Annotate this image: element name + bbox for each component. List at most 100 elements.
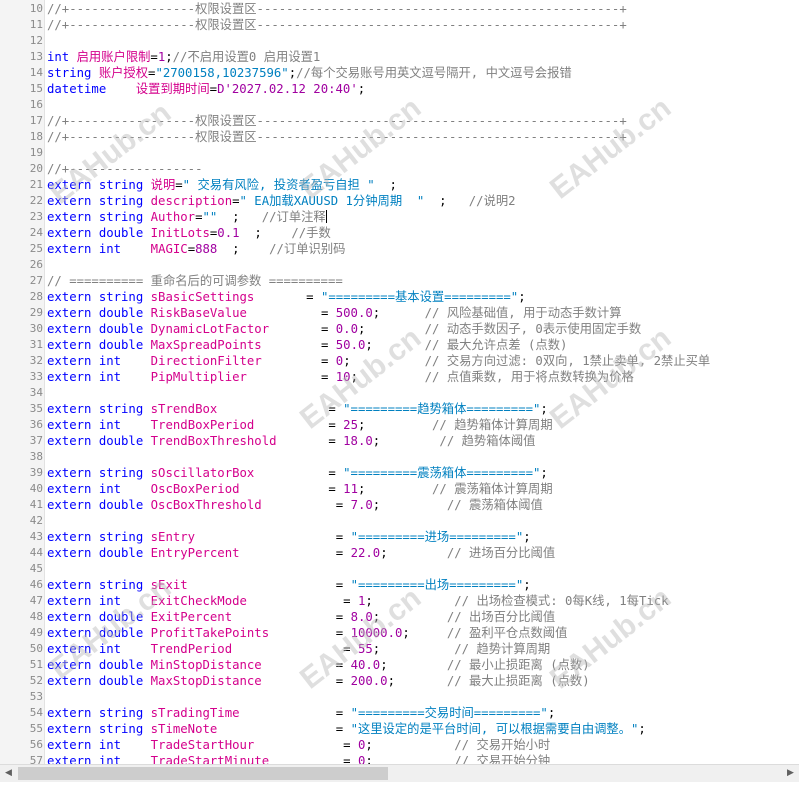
code-token [143,434,150,448]
code-token: ; [380,658,447,672]
code-token: ; [547,706,556,720]
code-token [91,66,98,80]
code-token: 说明 [150,178,176,192]
code-line[interactable]: 34 [0,385,799,401]
code-token: extern string [47,178,144,192]
code-line[interactable]: 45 [0,561,799,577]
line-number: 53 [29,690,43,703]
code-token: = [254,738,358,752]
code-token: = [217,722,351,736]
code-line[interactable]: 10//+-----------------权限设置区-------------… [0,1,799,17]
code-line[interactable]: 17//+-----------------权限设置区-------------… [0,113,799,129]
code-token: ; [387,674,447,688]
code-token: sExit [150,578,188,592]
code-line[interactable]: 27// ========== 重命名后的可调参数 ========== [0,273,799,289]
line-number: 55 [29,722,43,735]
line-number: 47 [29,594,43,607]
code-line[interactable]: 11//+-----------------权限设置区-------------… [0,17,799,33]
code-token [143,178,150,192]
code-token: extern int [47,242,122,256]
code-line[interactable]: 42 [0,513,799,529]
code-token: = [269,626,351,640]
code-token: 200.0 [350,674,388,688]
code-token: //手数 [291,226,331,240]
code-token: = [261,498,351,512]
code-token: 500.0 [335,306,373,320]
line-number: 32 [29,354,43,367]
code-editor[interactable]: 10//+-----------------权限设置区-------------… [0,0,799,764]
code-text: datetime 设置到期时间=D'2027.02.12 20:40'; [47,81,365,97]
code-token: ; [372,610,447,624]
code-token: // 交易开始小时 [454,738,551,752]
code-token [143,610,150,624]
code-text: //+------------------ [47,161,202,177]
code-token: extern int [47,482,122,496]
code-token: ; [357,482,433,496]
code-line[interactable]: 26 [0,257,799,273]
code-text: extern double OscBoxThreshold = 7.0; // … [47,497,543,513]
code-token: = [261,354,336,368]
code-line[interactable]: 16 [0,97,799,113]
code-token: = [148,66,156,80]
code-token: 启用账户限制 [76,50,151,64]
code-token: extern double [47,626,144,640]
code-token: extern double [47,338,144,352]
code-line[interactable]: 53 [0,689,799,705]
code-token: extern double [47,610,144,624]
code-token: ; [540,402,548,416]
code-text: extern double ProfitTakePoints = 10000.0… [47,625,567,641]
code-token: sEntry [150,530,196,544]
code-token: 22.0 [350,546,381,560]
scroll-right-arrow-icon[interactable]: ▶ [787,768,794,778]
code-token: // 出场检查模式: 0每K线, 1每Tick [454,594,669,608]
code-token: extern string [47,530,144,544]
code-line[interactable]: 12 [0,33,799,49]
line-number: 42 [29,514,43,527]
code-line[interactable]: 18//+-----------------权限设置区-------------… [0,129,799,145]
code-line[interactable]: 19 [0,145,799,161]
code-token: extern double [47,322,144,336]
code-line[interactable]: 38 [0,449,799,465]
code-token: "这里设定的是平台时间, 可以根据需要自由调整。" [350,722,639,736]
code-token: // 点值乘数, 用于将点数转换为价格 [424,370,634,384]
scrollbar-thumb[interactable] [18,767,388,780]
code-text: extern double MaxStopDistance = 200.0; /… [47,673,590,689]
horizontal-scrollbar[interactable]: ◀ ▶ [0,764,799,782]
editor-bottom-edge [0,782,799,790]
code-line[interactable]: 20//+------------------ [0,161,799,177]
scroll-left-arrow-icon[interactable]: ◀ [5,768,12,778]
